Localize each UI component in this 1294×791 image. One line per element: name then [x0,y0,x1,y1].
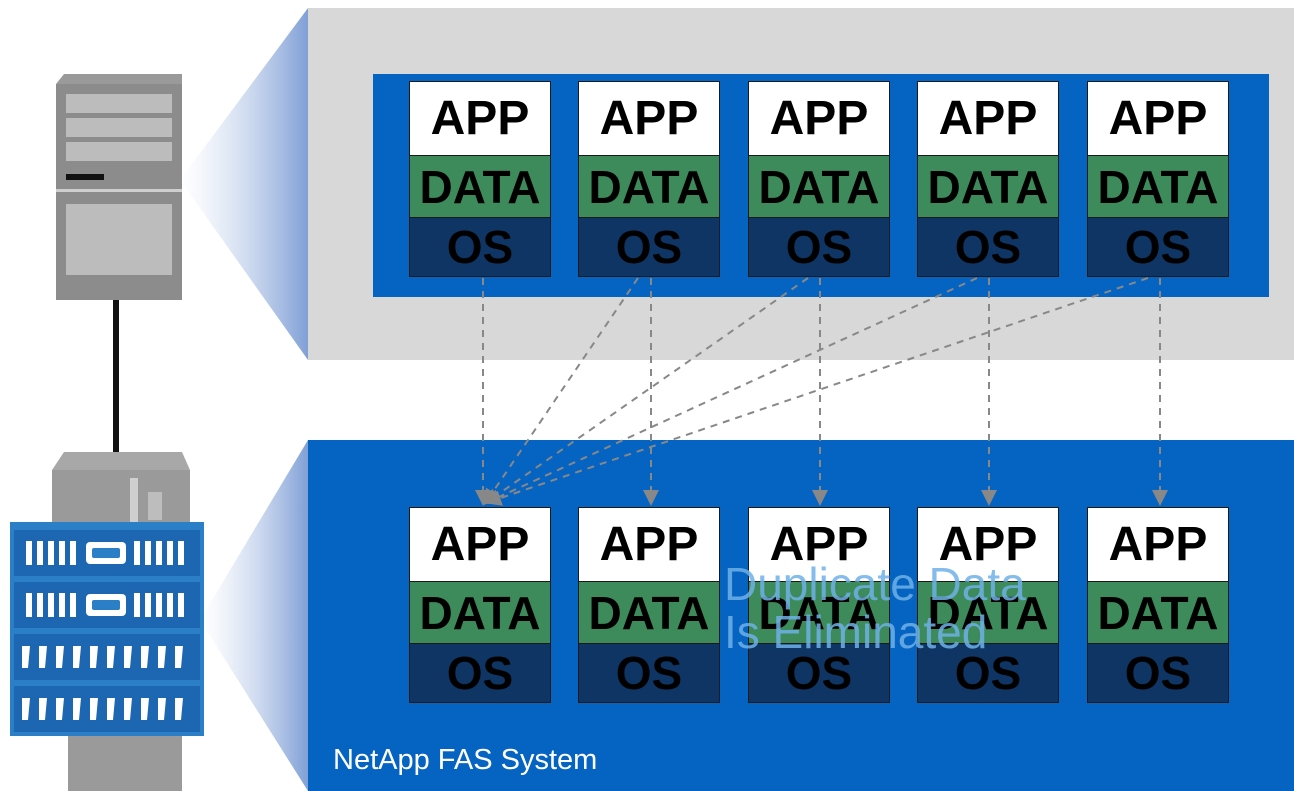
duplicate-data-caption: Duplicate Data Is Eliminated [724,558,1026,658]
storage-stack: APP DATA OS [917,507,1059,703]
storage-projection-wedge [200,440,308,791]
system-label: NetApp FAS System [333,744,598,776]
data-layer: DATA [748,155,890,218]
os-layer: OS [748,217,890,277]
server-to-storage-cable [113,300,119,455]
arrow-diagonal [483,277,639,506]
netapp-fas-storage-icon [10,452,204,791]
app-layer: APP [917,81,1059,156]
os-layer: OS [1087,217,1229,277]
app-layer: APP [748,81,890,156]
storage-stack: APP DATA OS [748,507,890,703]
vm-stack: APP DATA OS [748,81,890,277]
vm-stack: APP DATA OS [1087,81,1229,277]
server-icon [56,74,182,300]
data-layer: DATA [1087,155,1229,218]
app-layer: APP [578,507,720,582]
os-layer: OS [409,643,551,703]
os-layer: OS [578,643,720,703]
os-layer: OS [917,217,1059,277]
os-layer: OS [917,643,1059,703]
os-layer: OS [748,643,890,703]
storage-stack: APP DATA OS [1087,507,1229,703]
data-layer: DATA [1087,581,1229,644]
vm-stack: APP DATA OS [409,81,551,277]
data-layer: DATA [748,581,890,644]
data-layer: DATA [409,581,551,644]
os-layer: OS [1087,643,1229,703]
storage-stack: APP DATA OS [578,507,720,703]
app-layer: APP [917,507,1059,582]
app-layer: APP [409,507,551,582]
os-layer: OS [578,217,720,277]
arrow-diagonal [485,277,1149,506]
data-layer: DATA [578,155,720,218]
data-layer: DATA [409,155,551,218]
app-layer: APP [409,81,551,156]
app-layer: APP [1087,81,1229,156]
os-layer: OS [409,217,551,277]
app-layer: APP [748,507,890,582]
app-layer: APP [578,81,720,156]
storage-stack: APP DATA OS [409,507,551,703]
vm-stack: APP DATA OS [578,81,720,277]
arrow-diagonal [484,277,978,505]
arrow-diagonal [483,277,809,505]
vm-stack: APP DATA OS [917,81,1059,277]
app-layer: APP [1087,507,1229,582]
server-projection-wedge [180,8,308,360]
data-layer: DATA [917,155,1059,218]
data-layer: DATA [917,581,1059,644]
